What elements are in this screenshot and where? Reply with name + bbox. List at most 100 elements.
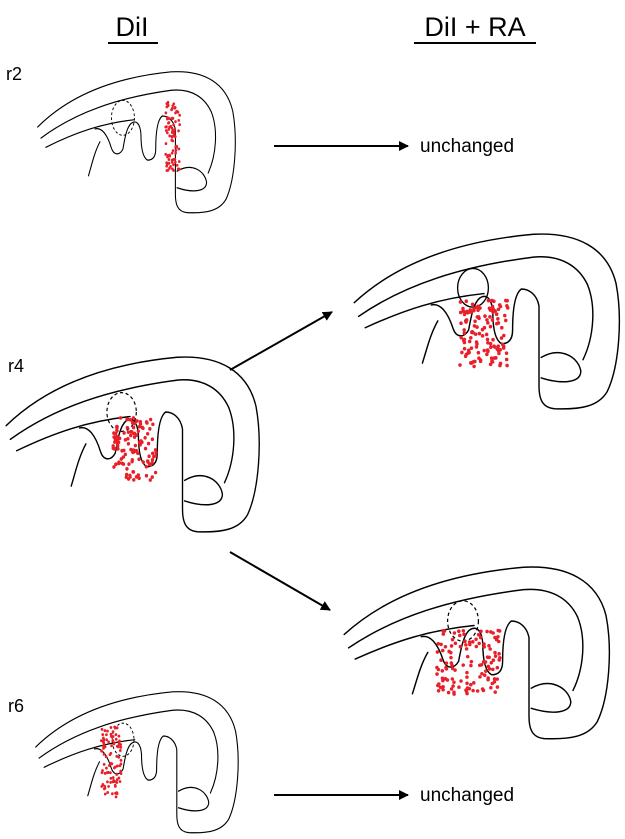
label-dot: [473, 319, 477, 323]
label-dot: [483, 314, 487, 318]
label-dot: [485, 352, 489, 356]
label-dot: [145, 421, 148, 425]
label-dot: [451, 638, 455, 642]
label-dot: [171, 135, 174, 138]
label-dot: [104, 793, 107, 796]
label-dot: [487, 656, 491, 660]
result-r6: unchanged: [420, 785, 514, 806]
label-dot: [172, 104, 175, 107]
label-dot: [451, 677, 455, 681]
label-dot: [102, 741, 105, 744]
label-dot: [115, 733, 118, 736]
label-dot: [467, 349, 471, 353]
label-dot: [114, 784, 117, 787]
label-dot: [441, 688, 445, 692]
label-dot: [146, 459, 149, 463]
label-dot: [472, 365, 476, 369]
label-dot: [485, 333, 489, 337]
label-dot: [470, 330, 474, 334]
label-dot: [116, 436, 119, 440]
label-dot: [477, 642, 481, 646]
label-dot: [445, 661, 449, 665]
label-dot: [124, 453, 127, 457]
label-dot: [491, 318, 495, 322]
label-dot: [505, 364, 509, 368]
label-dot: [129, 434, 132, 438]
label-dot: [462, 633, 466, 637]
label-dot: [148, 427, 151, 431]
label-dot: [458, 363, 462, 367]
label-dot: [501, 343, 505, 347]
label-dot: [174, 120, 177, 123]
label-dot: [459, 645, 463, 649]
label-dot: [110, 777, 113, 780]
label-dot: [451, 667, 455, 671]
label-dot: [465, 299, 469, 303]
label-dot: [154, 454, 157, 458]
label-dot: [435, 672, 439, 676]
label-dot: [151, 422, 154, 426]
label-dot: [174, 152, 177, 155]
label-dot: [139, 439, 142, 443]
label-dot: [169, 165, 172, 168]
label-dot: [165, 111, 168, 114]
label-dot: [481, 687, 485, 691]
label-dot: [100, 739, 103, 742]
label-dot: [479, 359, 483, 363]
label-dot: [119, 749, 122, 752]
label-dot: [472, 309, 476, 313]
label-dot: [166, 155, 169, 158]
label-dot: [129, 418, 132, 422]
label-dot: [115, 738, 118, 741]
label-dot: [154, 448, 157, 452]
label-dot: [104, 745, 107, 748]
label-dot: [436, 650, 440, 654]
label-dot: [170, 139, 173, 142]
label-dot: [474, 332, 478, 336]
label-dot: [483, 673, 487, 677]
label-dot: [496, 685, 500, 689]
label-dot: [471, 302, 475, 306]
label-dot: [505, 299, 509, 303]
label-dot: [485, 630, 489, 634]
label-dot: [112, 735, 115, 738]
row-label-r4: r4: [8, 356, 24, 376]
label-dot: [172, 130, 175, 133]
label-dot: [486, 676, 490, 680]
label-dot: [126, 426, 129, 430]
labeled-cells: [458, 299, 509, 369]
label-dot: [477, 316, 481, 320]
label-dot: [151, 475, 154, 479]
label-dot: [114, 432, 117, 436]
label-dot: [168, 126, 171, 129]
label-dot: [126, 437, 129, 441]
label-dot: [118, 739, 121, 742]
label-dot: [491, 338, 495, 342]
label-dot: [474, 637, 478, 641]
label-dot: [154, 471, 157, 475]
label-dot: [471, 360, 475, 364]
label-dot: [447, 650, 451, 654]
label-dot: [119, 780, 122, 783]
label-dot: [139, 443, 142, 447]
label-dot: [436, 684, 440, 688]
label-dot: [171, 117, 174, 120]
label-dot: [149, 418, 152, 422]
label-dot: [505, 351, 509, 355]
label-dot: [106, 780, 109, 783]
label-dot: [112, 730, 115, 733]
label-dot: [505, 304, 509, 308]
label-dot: [111, 739, 114, 742]
label-dot: [139, 420, 142, 424]
label-dot: [461, 663, 465, 667]
label-dot: [471, 689, 475, 693]
label-dot: [491, 668, 495, 672]
label-dot: [486, 338, 490, 342]
label-dot: [118, 735, 121, 738]
label-dot: [176, 110, 179, 113]
label-dot: [446, 678, 450, 682]
label-dot: [164, 153, 167, 156]
label-dot: [175, 149, 178, 152]
label-dot: [497, 658, 501, 662]
